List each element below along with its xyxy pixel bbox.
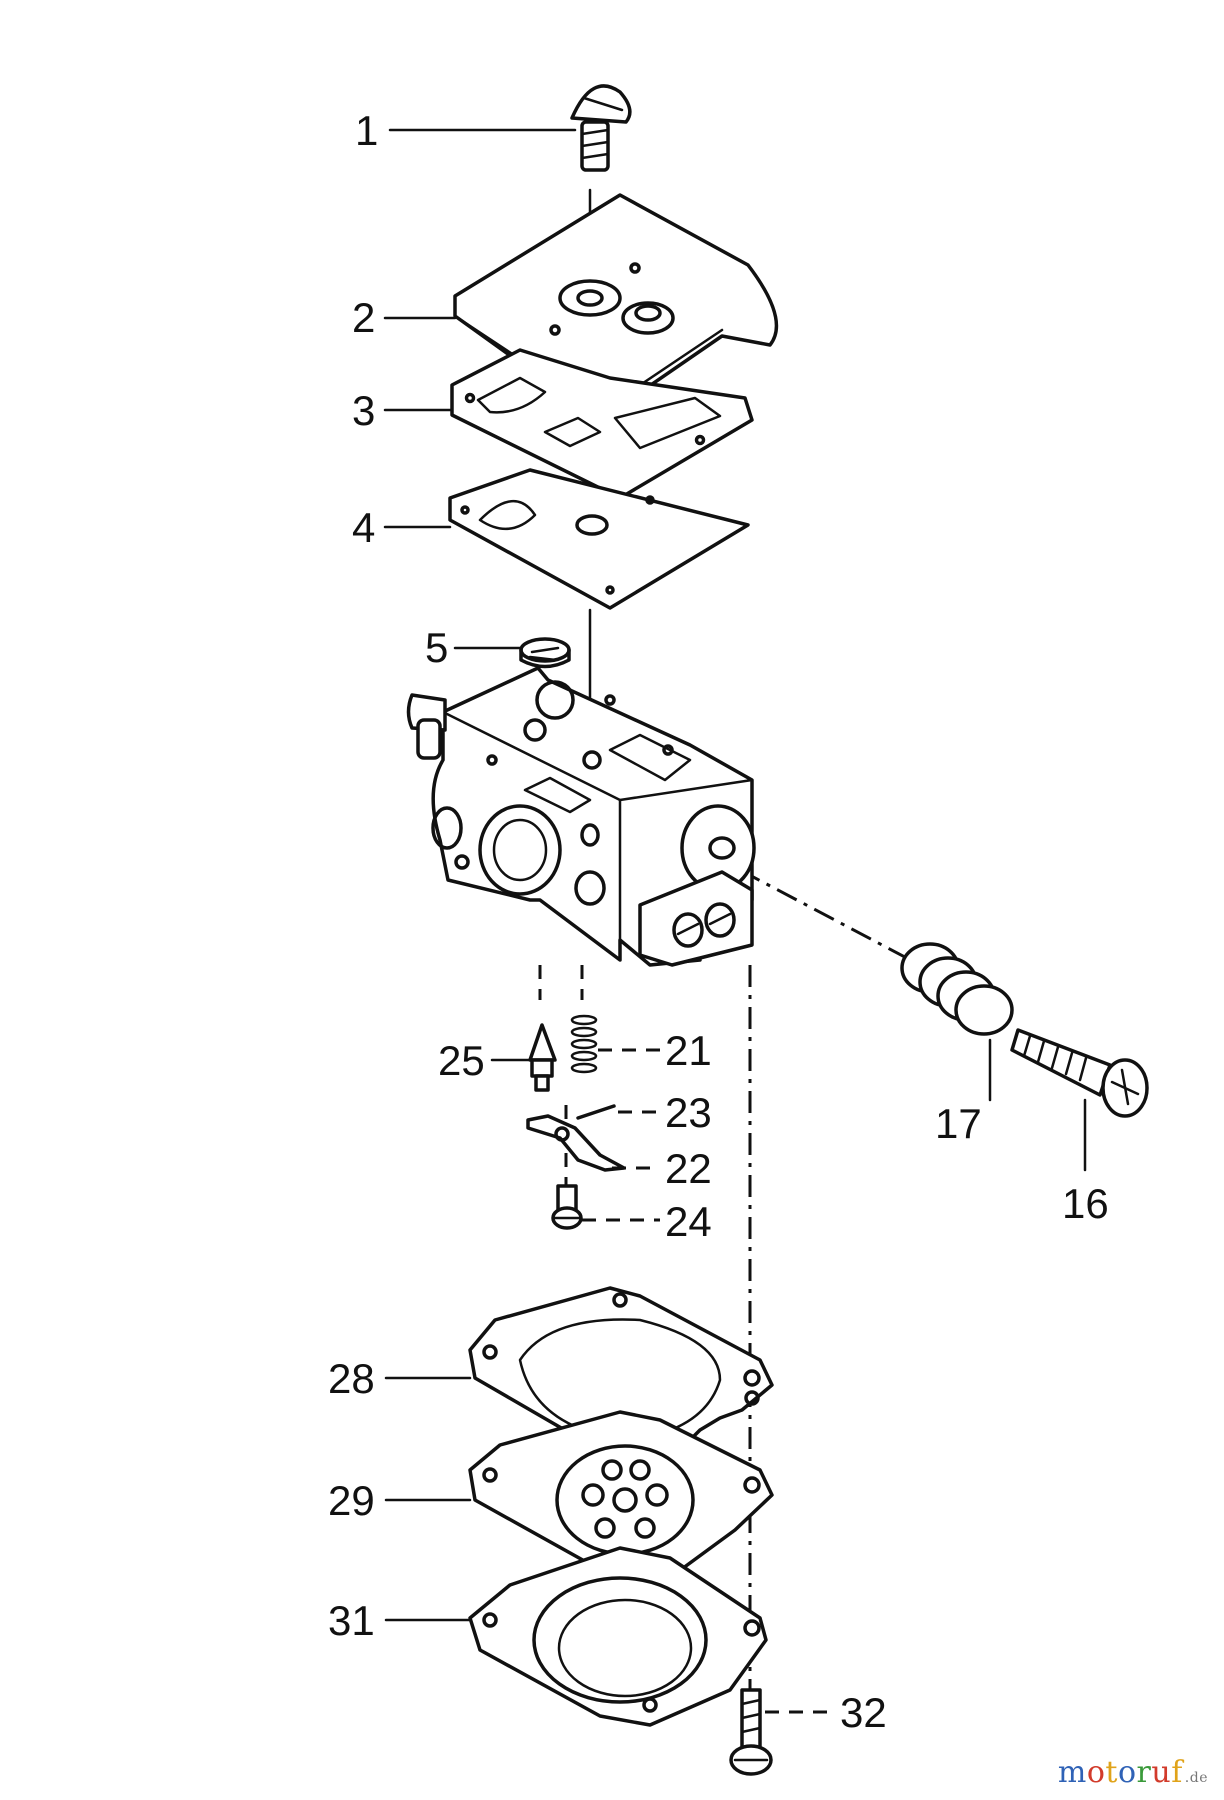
part-25-needle xyxy=(528,1023,557,1092)
part-1-screw xyxy=(570,84,632,172)
callout-24: 24 xyxy=(665,1198,712,1245)
callout-28: 28 xyxy=(328,1355,375,1402)
part-23-pin xyxy=(576,1104,616,1120)
callout-4: 4 xyxy=(352,504,375,551)
callout-16: 16 xyxy=(1062,1180,1109,1227)
callout-31: 31 xyxy=(328,1597,375,1644)
watermark-letter: r xyxy=(1136,1755,1152,1790)
watermark-text: motoruf xyxy=(1058,1755,1183,1790)
callout-22: 22 xyxy=(665,1145,712,1192)
watermark-letter: u xyxy=(1151,1755,1172,1790)
part-16-adjust-screw xyxy=(1010,1028,1149,1118)
part-31-cover xyxy=(468,1546,768,1727)
watermark-logo: motoruf.de xyxy=(1058,1755,1208,1790)
watermark-letter: o xyxy=(1117,1755,1137,1790)
part-17-spring xyxy=(900,942,1014,1036)
part-24-screw xyxy=(551,1184,583,1230)
part-4-plate xyxy=(448,468,750,610)
watermark-letter: o xyxy=(1086,1755,1106,1790)
callout-1: 1 xyxy=(355,107,378,154)
callout-5: 5 xyxy=(425,624,448,671)
carburetor-body xyxy=(406,666,756,967)
watermark-suffix: .de xyxy=(1184,1770,1208,1786)
axis-line-adjust-screw xyxy=(739,868,921,967)
watermark-letter: m xyxy=(1057,1755,1087,1790)
callout-32: 32 xyxy=(840,1689,887,1736)
callout-25: 25 xyxy=(438,1037,485,1084)
watermark-letter: t xyxy=(1105,1755,1118,1790)
callout-17: 17 xyxy=(935,1100,982,1147)
part-22-lever xyxy=(526,1114,626,1172)
leader-lines xyxy=(383,128,1087,1714)
part-32-screw xyxy=(729,1688,773,1776)
callout-23: 23 xyxy=(665,1089,712,1136)
watermark-letter: f xyxy=(1171,1755,1183,1790)
part-21-spring xyxy=(570,1014,598,1074)
part-3-gasket xyxy=(450,348,754,500)
callout-3: 3 xyxy=(352,387,375,434)
callout-2: 2 xyxy=(352,294,375,341)
callout-21: 21 xyxy=(665,1027,712,1074)
callout-29: 29 xyxy=(328,1477,375,1524)
part-5-filter xyxy=(519,637,571,669)
